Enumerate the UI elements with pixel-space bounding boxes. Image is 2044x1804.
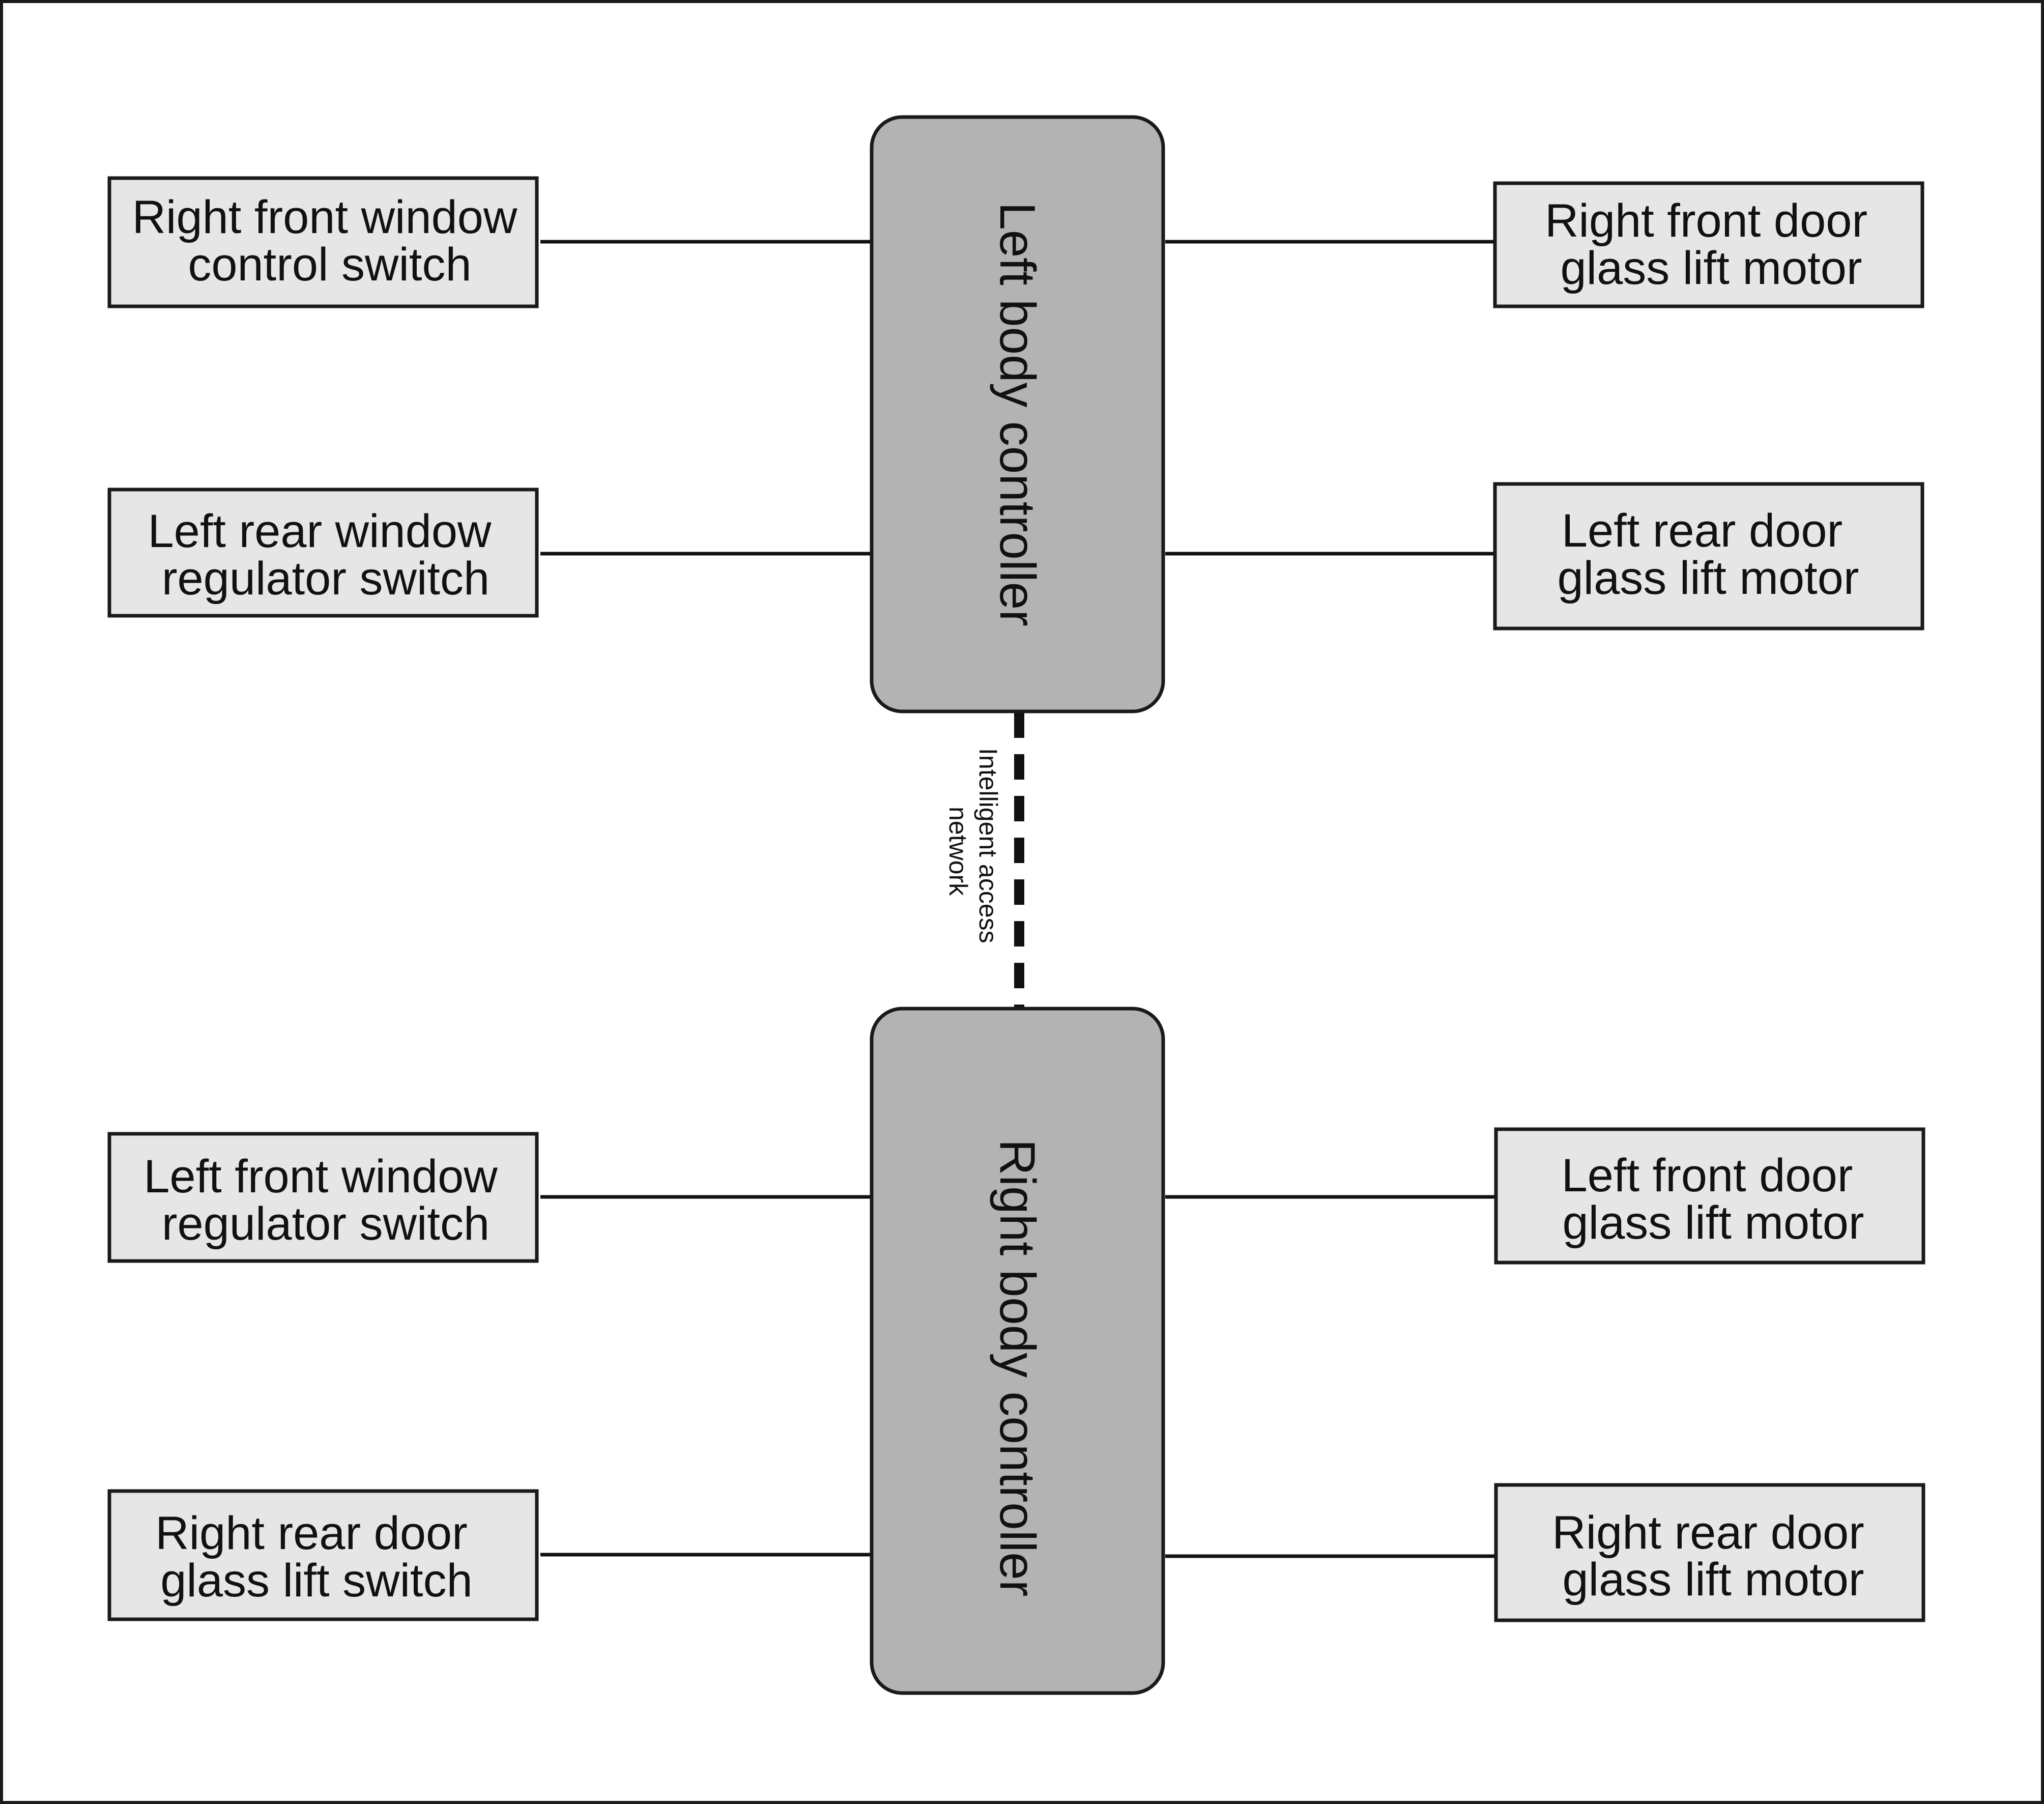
right-body-controller-label: Right body controller <box>990 1139 1046 1597</box>
right-rear-door-glass-lift-motor-line1: Right rear door <box>1552 1507 1864 1559</box>
right-front-window-control-switch-line2: control switch <box>188 239 471 291</box>
left-body-controller: Left body controller <box>870 115 1165 713</box>
left-rear-window-regulator-switch-box: Left rear window regulator switch <box>107 488 539 618</box>
left-front-door-glass-lift-motor-line2: glass lift motor <box>1562 1197 1864 1249</box>
left-rear-door-glass-lift-motor-line1: Left rear door <box>1562 505 1843 557</box>
left-front-door-glass-lift-motor-line1: Left front door <box>1562 1150 1853 1201</box>
left-body-controller-label: Left body controller <box>990 202 1046 626</box>
network-label-line1: Intelligent access <box>974 748 1002 943</box>
right-rear-door-glass-lift-switch-box: Right rear door glass lift switch <box>107 1489 539 1621</box>
right-body-controller: Right body controller <box>870 1007 1165 1695</box>
right-rear-door-glass-lift-switch-line1: Right rear door <box>155 1507 468 1559</box>
right-rear-door-glass-lift-motor-box: Right rear door glass lift motor <box>1494 1483 1925 1622</box>
right-front-door-glass-lift-motor-line2: glass lift motor <box>1560 242 1862 294</box>
network-label-line2: network <box>944 807 972 896</box>
right-front-door-glass-lift-motor-box: Right front door glass lift motor <box>1493 181 1924 308</box>
right-rear-door-glass-lift-motor-line2: glass lift motor <box>1562 1554 1864 1606</box>
left-rear-door-glass-lift-motor-box: Left rear door glass lift motor <box>1493 482 1924 631</box>
left-front-door-glass-lift-motor-box: Left front door glass lift motor <box>1494 1127 1925 1265</box>
left-rear-window-regulator-switch-line2: regulator switch <box>162 553 490 605</box>
left-front-window-regulator-switch-box: Left front window regulator switch <box>107 1132 539 1263</box>
right-front-window-control-switch-box: Right front window control switch <box>107 176 539 308</box>
left-rear-window-regulator-switch-line1: Left rear window <box>148 505 492 557</box>
right-rear-door-glass-lift-switch-line2: glass lift switch <box>160 1555 473 1607</box>
right-front-window-control-switch-line1: Right front window <box>132 191 517 243</box>
right-front-door-glass-lift-motor-line1: Right front door <box>1545 195 1867 247</box>
left-front-window-regulator-switch-line2: regulator switch <box>162 1198 490 1250</box>
left-front-window-regulator-switch-line1: Left front window <box>143 1151 498 1202</box>
left-rear-door-glass-lift-motor-line2: glass lift motor <box>1557 552 1859 604</box>
